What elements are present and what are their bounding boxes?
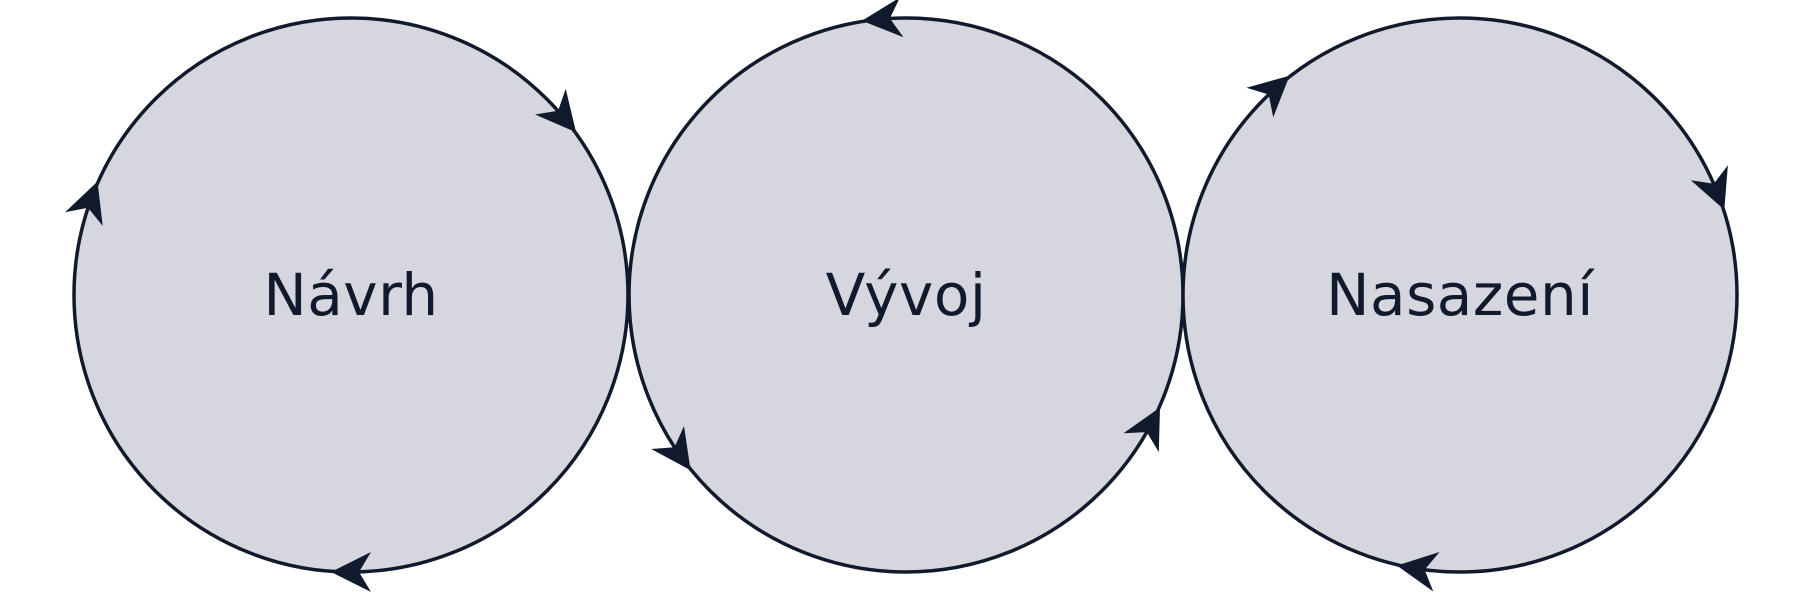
arrowhead-icon [1246, 75, 1290, 118]
stage-circle-nasazeni [1181, 16, 1739, 574]
stage-label-nasazeni: Nasazení [1326, 261, 1595, 329]
stage-navrh: Návrh [72, 16, 630, 574]
arrowhead-icon [651, 426, 691, 471]
arrowhead-icon [861, 0, 904, 38]
arrowheads [65, 0, 1728, 592]
stage-nasazeni: Nasazení [1181, 16, 1739, 574]
arrowhead-icon [1396, 552, 1440, 592]
arrowhead-icon [331, 552, 371, 592]
stage-vyvoj: Vývoj [627, 16, 1185, 574]
arrowhead-icon [65, 181, 103, 226]
arrowhead-icon [1690, 165, 1728, 210]
stage-label-vyvoj: Vývoj [826, 261, 987, 329]
arrowhead-icon [1123, 407, 1160, 453]
arrowhead-icon [535, 88, 577, 133]
stage-label-navrh: Návrh [263, 261, 438, 329]
